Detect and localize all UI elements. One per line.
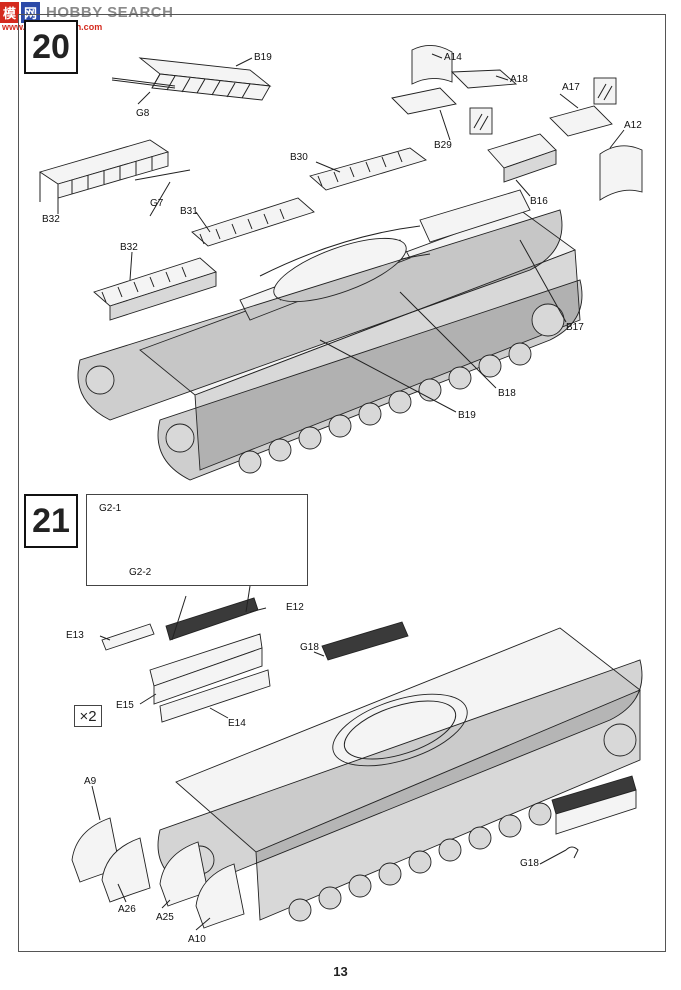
quantity-multiplier: ×2 — [74, 705, 102, 727]
part-label: B32 — [120, 242, 138, 253]
step-number-badge: 20 — [24, 20, 78, 74]
tank-hull-step20 — [77, 189, 583, 481]
part-label: B16 — [530, 196, 548, 207]
part-label: B17 — [566, 322, 584, 333]
watermark-brand: HOBBY SEARCH — [46, 3, 174, 21]
part-label: B29 — [434, 140, 452, 151]
part-b30-b31 — [191, 147, 427, 247]
clip-g18 — [565, 846, 579, 859]
part-label: B32 — [42, 214, 60, 225]
front-mudguards — [71, 817, 245, 929]
part-a17-a12-b16 — [487, 77, 643, 201]
part-label: E13 — [66, 630, 84, 641]
part-label: A14 — [444, 52, 462, 63]
stowage-box — [101, 585, 271, 723]
part-label: G7 — [150, 198, 164, 209]
road-wheels-step21 — [185, 723, 637, 922]
part-label: B30 — [290, 152, 308, 163]
part-label: A26 — [118, 904, 136, 915]
part-b19-top — [111, 57, 272, 101]
part-label: B18 — [498, 388, 516, 399]
detail-inset: G2-1 G2-2 — [86, 494, 308, 586]
part-label: E15 — [116, 700, 134, 711]
step-number-badge: 21 — [24, 494, 78, 548]
tank-hull-step21 — [157, 627, 643, 922]
part-b32-top — [38, 139, 191, 214]
part-label: A17 — [562, 82, 580, 93]
part-label: G8 — [136, 108, 150, 119]
page-frame — [18, 14, 666, 952]
part-label: A18 — [510, 74, 528, 85]
part-label: B19 — [254, 52, 272, 63]
part-label: B19 — [458, 410, 476, 421]
part-label: G18 — [300, 642, 319, 653]
part-label: A10 — [188, 934, 206, 945]
part-label: A12 — [624, 120, 642, 131]
page-number: 13 — [333, 964, 348, 979]
road-wheels-step20 — [85, 303, 565, 474]
part-a14-a18 — [391, 45, 518, 135]
multiplier-text: ×2 — [79, 707, 97, 725]
stowage-box-top — [321, 621, 409, 661]
part-label: G2-2 — [129, 567, 152, 578]
part-label: G18 — [520, 858, 539, 869]
watermark-logo-a: 模 — [0, 1, 20, 23]
part-label: G2-1 — [99, 503, 122, 514]
part-label: A9 — [84, 776, 97, 787]
step-number: 20 — [32, 27, 70, 66]
part-label: E14 — [228, 718, 246, 729]
part-b32-lower — [93, 257, 217, 321]
part-label: A25 — [156, 912, 174, 923]
part-label: E12 — [286, 602, 304, 613]
step-number: 21 — [32, 501, 70, 540]
part-label: B31 — [180, 206, 198, 217]
